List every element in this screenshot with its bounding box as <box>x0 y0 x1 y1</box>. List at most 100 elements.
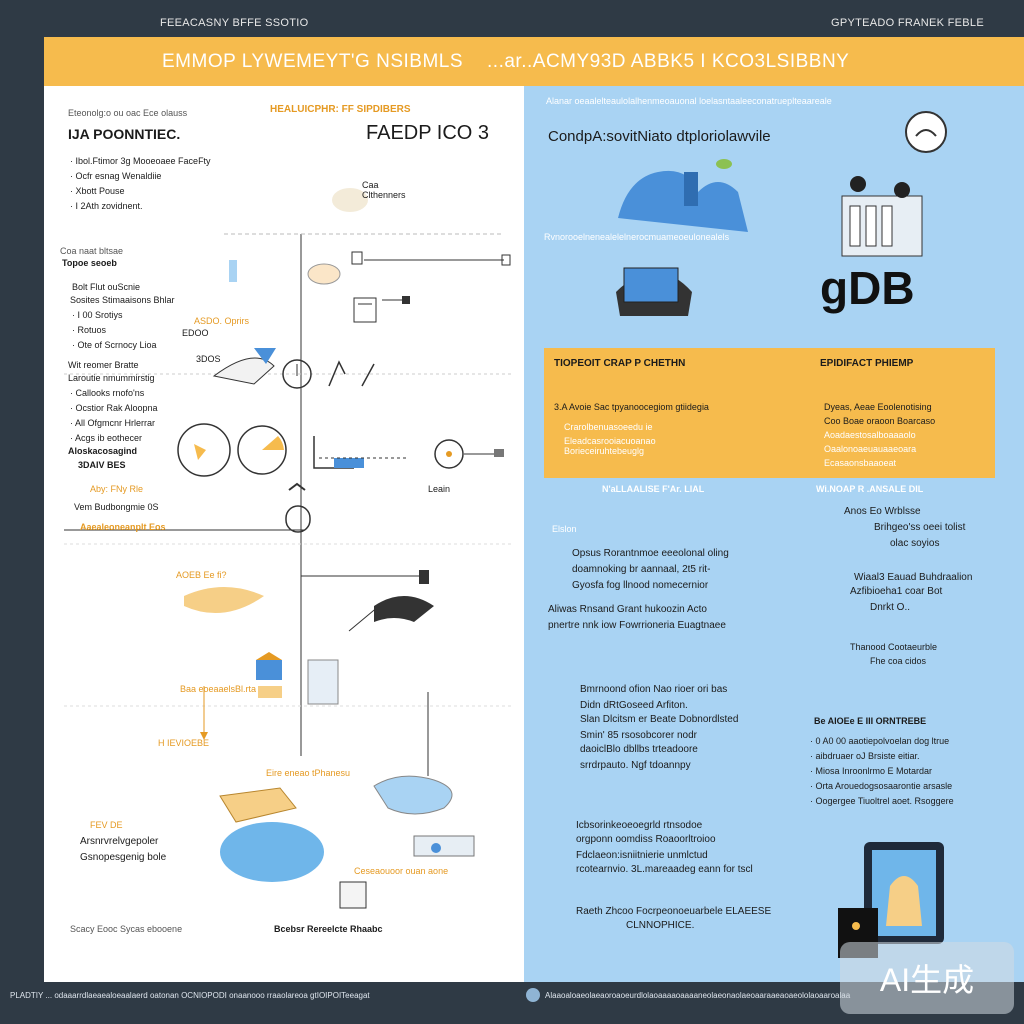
side-subtitle: Laroutie nmummirstig <box>68 373 155 383</box>
orange-line: Oaalonoaeuauaaeoara <box>824 444 917 454</box>
right-top-text: Alanar oeaalelteaulolalhenmeoauonal loel… <box>546 96 832 106</box>
paragraph-line: Gyosfa fog llnood nomecernior <box>572 580 709 591</box>
elephant-shape <box>373 775 453 815</box>
fan-icon <box>177 423 231 477</box>
lower-orange-label: Aby: FNy Rle <box>90 484 144 494</box>
side-title: Bolt Flut ouScnie <box>72 282 141 292</box>
bird-shape <box>374 596 434 622</box>
side-note: Fhe coa cidos <box>870 656 927 666</box>
side-note: Azfibioeha1 coar Bot <box>850 586 943 597</box>
side-note: Anos Eo Wrblsse <box>844 506 921 517</box>
paragraph-line: Fdclaeon:isniitnierie unmlctud <box>576 850 708 861</box>
orange-box-title-right: EPIDIFACT PHIEMP <box>820 358 914 369</box>
section-heading-orange: HEALUICPHR: FF SIPDIBERS <box>270 104 411 115</box>
landscape-shape <box>618 170 748 232</box>
ext-orange-label: Eire eneao tPhanesu <box>266 768 351 778</box>
ext-orange-label: H IEVIOEBE <box>158 738 210 748</box>
lower-label: Vem Budbongmie 0S <box>74 502 159 512</box>
logo-glyph: gDB <box>820 262 915 314</box>
side-note: Dnrkt O.. <box>870 602 911 613</box>
list-item: Ocfr esnag Wenaldiie <box>70 169 211 184</box>
paragraph-line: Aliwas Rnsand Grant hukoozin Acto <box>548 604 707 615</box>
list-item: Orta Arouedogsosaarontie arsasle <box>810 779 954 794</box>
paragraph-line: Smin' 85 rsosobcorer nodr <box>580 730 697 741</box>
paragraph-line: Slan Dlcitsm er Beate Dobnordlsted <box>580 714 739 725</box>
below-box-text: N'aLLAALISE F'Ar. LIAL <box>602 484 705 494</box>
right-mid-text: Rvnorooelnenealelelnerocmuameoeulonealel… <box>544 232 730 242</box>
right-title: CondpA:sovitNiato dtploriolawvile <box>548 128 771 145</box>
side-note: olac soyios <box>890 538 940 549</box>
orange-line: Coo Boae oraoon Boarcaso <box>824 416 936 426</box>
list-item: 0 A0 00 aaotiepolvoelan dog ltrue <box>810 734 954 749</box>
top-left-caption: FEEACASNY BFFE SSOTIO <box>160 17 309 29</box>
paragraph-line: Raeth Zhcoo Focrpeonoeuarbele ELAEESE <box>576 906 772 917</box>
paragraph-line: CLNNOPHICE. <box>626 920 695 931</box>
left-panel: Eteonolg:o ou oac Ece olauss IJA POONNTI… <box>44 86 524 982</box>
top-right-caption: GPYTEADO FRANEK FEBLE <box>830 17 984 29</box>
list-item: Xbott Pouse <box>70 184 211 199</box>
book-shape <box>219 787 297 823</box>
pie-icon <box>237 425 287 475</box>
bl-label: Arsnrvrelvgepoler <box>80 836 159 847</box>
list-item: Callooks rnofo'ns <box>70 386 158 401</box>
paragraph-line: srrdrpauto. Ngf tdoannpy <box>580 760 691 771</box>
clock-icon <box>282 359 312 389</box>
list-item: Ibol.Ftimor 3g Mooeoaee FaceFty <box>70 154 211 169</box>
cloud-label: Caa <box>362 180 379 190</box>
paragraph-line: doamnoking br aannaal, 2t5 rit- <box>572 564 711 575</box>
orange-line: Eleadcasrooiacuoanao <box>564 436 656 446</box>
list-item: Rotuos <box>72 323 157 338</box>
bottom-caption-mid: Alaaoaloaeolaeaoroaoeurdlolaoaaaaoaaaane… <box>545 991 851 1000</box>
title-banner: EMMOP LYWEMEYT'G NSIBMLS ...ar..ACMY93D … <box>44 37 1024 86</box>
intro-title: IJA POONNTIEC. <box>68 126 181 142</box>
blue-cloud <box>220 822 324 882</box>
below-box-text-right: Wi.NOAP R .ANSALE DIL <box>816 484 924 494</box>
side-heading: Be AIOEe E III ORNTREBE <box>814 716 927 726</box>
leaf-shape <box>184 587 264 614</box>
house-icon <box>256 660 282 680</box>
paragraph-line: orgponn oomdiss Roaoorltroioo <box>576 834 716 845</box>
orange-line: Ecasaonsbaaoeat <box>824 458 897 468</box>
document-icon <box>353 297 377 323</box>
bl-label: Gsnopesgenig bole <box>80 852 167 863</box>
shoe-shape <box>212 357 275 385</box>
list-item: Miosa Inroonlrmo E Motardar <box>810 764 954 779</box>
intro-list: Ibol.Ftimor 3g Mooeoaee FaceFty Ocfr esn… <box>70 154 211 214</box>
orange-line: Aoadaestosalboaaaolo <box>824 430 916 440</box>
paragraph-line: rcotearnvio. 3L.mareaadeg eann for tscl <box>576 864 753 875</box>
lean-label: Leain <box>428 484 451 494</box>
cloud-label-2: Clthenners <box>362 190 406 200</box>
globe-icon <box>526 988 540 1002</box>
side-note: 3DAIV BES <box>78 460 126 470</box>
side-list: I 00 Srotiys Rotuos Ote of Scrnocy Lioa <box>72 308 157 353</box>
bottom-bar: PLADTIY ... odaaarrdlaeaealoeaalaerd oat… <box>0 982 1024 1024</box>
orange-line: Borieceiruhtebeuglg <box>564 446 645 456</box>
list-item: Acgs ib eothecer <box>70 431 158 446</box>
list-item: Ocstior Rak Aloopna <box>70 401 158 416</box>
orange-line: Dyeas, Aeae Eoolenotising <box>824 402 932 412</box>
slide-label: Elslon <box>552 524 577 534</box>
footer-caption: Scacy Eooc Sycas ebooene <box>70 924 183 934</box>
ext-orange-label: Ceseaouoor ouan aone <box>354 866 449 876</box>
mid-label: 3DOS <box>196 354 221 364</box>
ext-orange-label: AOEB Ee fi? <box>176 570 227 580</box>
flow-diagram <box>64 188 514 909</box>
paragraph-line: Didn dRtGoseed Arfiton. <box>580 700 688 711</box>
side-subtitle: Sosites Stimaaisons Bhlar <box>70 295 175 305</box>
paragraph-line: daoiclBlo dbllbs trteadoore <box>580 744 698 755</box>
lower-orange-label: Aaealeoneanplt Eos <box>80 522 166 532</box>
side-title: Wit reomer Bratte <box>68 360 139 370</box>
paragraph-line: pnertre nnk iow Fowrrioneria Euagtnaee <box>548 620 726 631</box>
orange-info-box <box>544 348 995 478</box>
side-list: 0 A0 00 aaotiepolvoelan dog ltrue aibdru… <box>810 734 954 809</box>
side-note: Aloskacosagind <box>68 446 138 456</box>
ext-orange-label: Baa eoeaaelsBl.rta <box>180 684 257 694</box>
top-bar: FEEACASNY BFFE SSOTIO GPYTEADO FRANEK FE… <box>0 0 1024 36</box>
paragraph-line: Opsus Rorantnmoe eeeolonal oling <box>572 548 729 559</box>
pointer-icon <box>328 360 346 387</box>
person-icon <box>285 505 311 533</box>
list-item: Oogergee Tiuoltrel aoet. Rsoggere <box>810 794 954 809</box>
cloud-shape <box>332 188 368 212</box>
paragraph-line: Bmrnoond ofion Nao rioer ori bas <box>580 684 728 695</box>
intro-caption: Eteonolg:o ou oac Ece olauss <box>68 108 188 118</box>
